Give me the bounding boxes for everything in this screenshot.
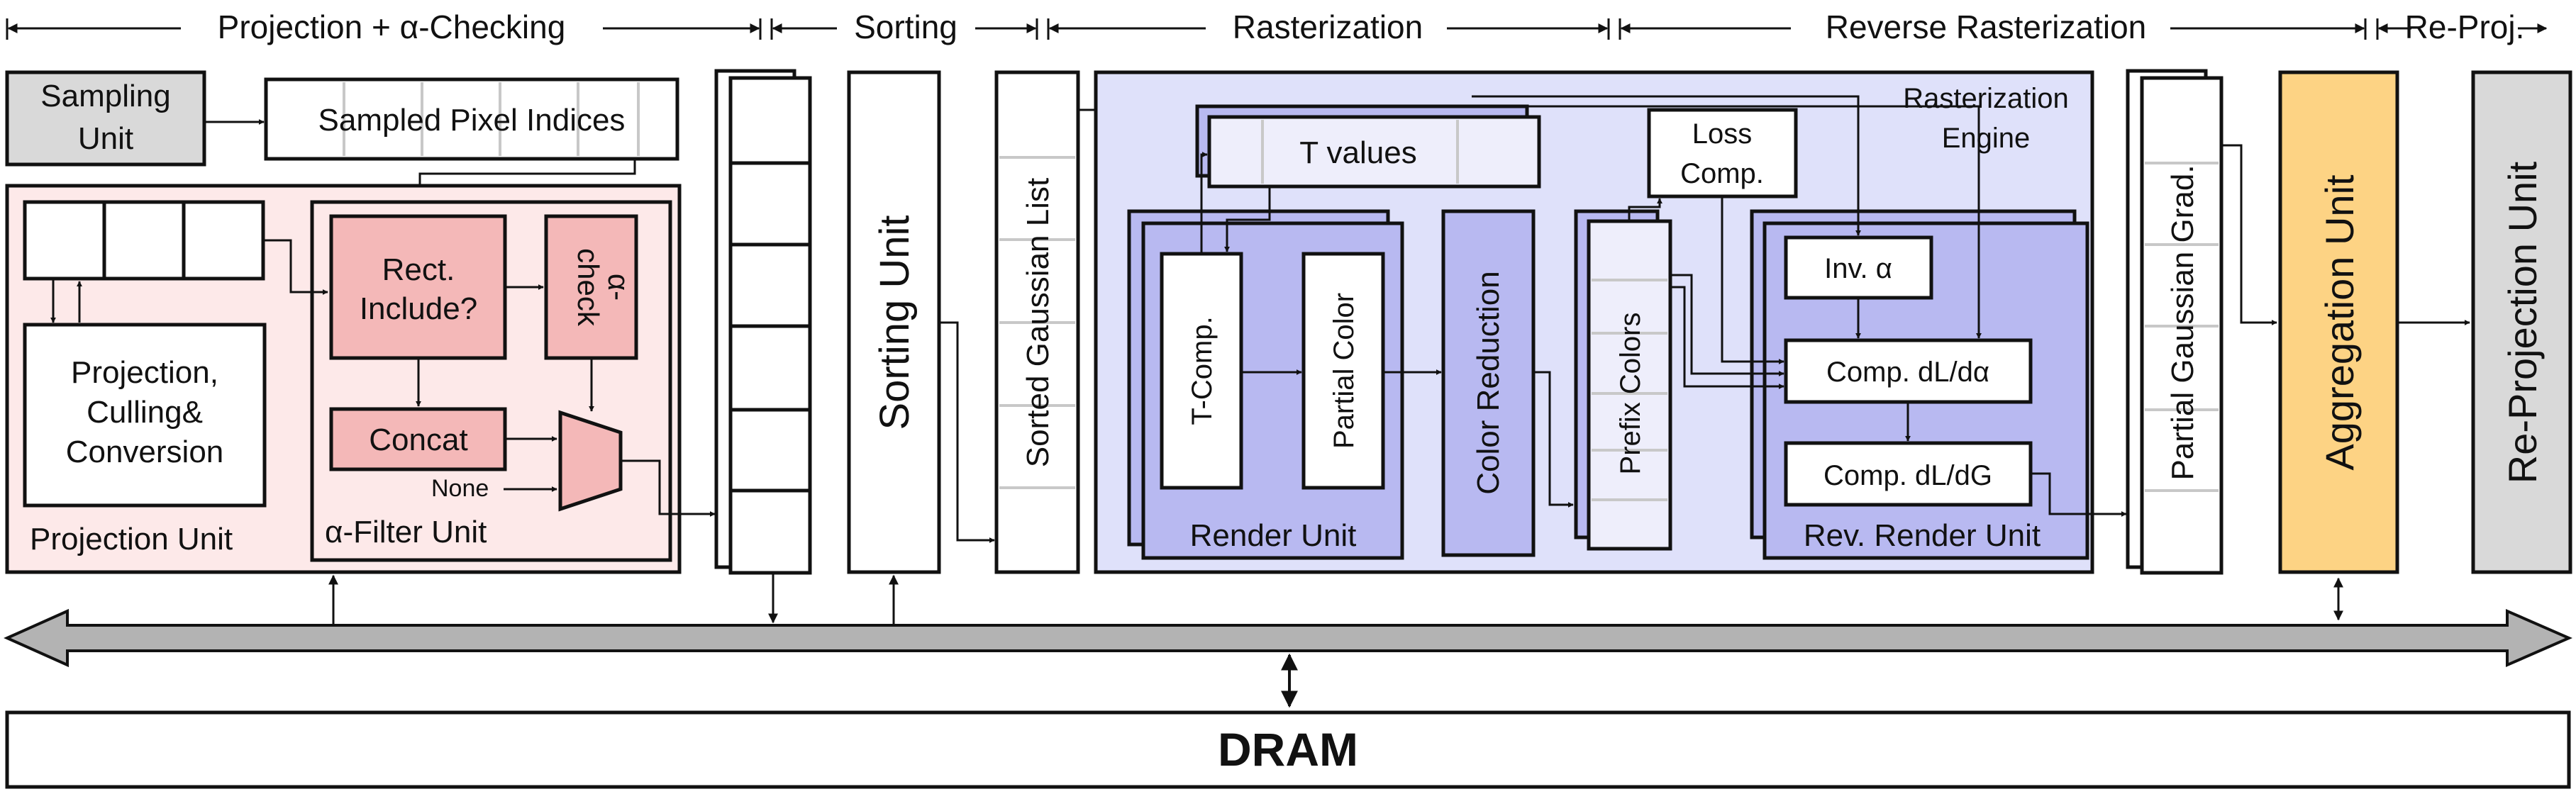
- projection-culling-conversion: [23, 323, 267, 508]
- comp-dl-dalpha: [1784, 338, 2033, 404]
- arrow-prefix-to-dl-dalpha-a: [1672, 274, 1784, 376]
- arrow-tcomp-to-tvalues: [1200, 152, 1208, 252]
- gaussian-buffer-stack: [714, 69, 812, 575]
- sampled-pixel-indices-cells: [343, 82, 640, 156]
- sampling-unit-label-1: Sampling: [40, 79, 170, 113]
- projection-buffer-cell-2: [102, 200, 186, 281]
- aggregation-unit-label: Aggregation Unit: [2317, 174, 2362, 471]
- projection-buffer-cell-1: [23, 200, 106, 281]
- dram-label: DRAM: [1218, 723, 1358, 776]
- stage-label-reverse-rasterization: Reverse Rasterization: [1826, 9, 2147, 45]
- inv-alpha-label: Inv. α: [1824, 253, 1892, 284]
- memory-bus: [4, 608, 2572, 668]
- rect-include-label-1: Rect.: [382, 252, 455, 287]
- inv-alpha: [1784, 235, 1933, 300]
- render-unit-label: Render Unit: [1190, 518, 1357, 553]
- arrow-prefix-to-dl-dalpha-b: [1672, 286, 1784, 389]
- alpha-check-label-2: check: [572, 248, 605, 327]
- alpha-check: [544, 214, 638, 360]
- sorting-unit: [847, 70, 941, 574]
- alpha-filter-unit-region: [310, 200, 672, 562]
- comp-dl-dg-label: Comp. dL/dG: [1823, 460, 1992, 491]
- dram: [5, 710, 2571, 789]
- projection-culling-label-3: Conversion: [66, 435, 224, 469]
- t-values-label: T values: [1299, 135, 1417, 170]
- sampling-unit-label-2: Unit: [78, 121, 133, 156]
- prefix-colors-label: Prefix Colors: [1615, 313, 1646, 475]
- color-reduction-label: Color Reduction: [1471, 271, 1506, 495]
- projection-buffer-cell-3: [182, 200, 265, 281]
- stage-label-projection: Projection + α-Checking: [218, 9, 566, 45]
- arrow-loss-to-dl-dalpha: [1721, 198, 1784, 364]
- arrow-tvalues-to-dl-dalpha: [1482, 105, 1982, 339]
- loss-comp-label-1: Loss: [1692, 118, 1753, 150]
- sorted-gaussian-list-cells: [999, 156, 1075, 489]
- sampled-pixel-indices: [264, 77, 679, 161]
- sorted-gaussian-list-label: Sorted Gaussian List: [1021, 178, 1055, 467]
- concat-block: [329, 407, 507, 471]
- rect-include-check: [329, 214, 507, 360]
- stage-label-reprojection: Re-Proj.: [2405, 9, 2525, 45]
- partial-color: [1301, 252, 1385, 490]
- rev-render-unit-label: Rev. Render Unit: [1804, 518, 2041, 553]
- comp-dl-dalpha-label: Comp. dL/dα: [1826, 357, 1989, 388]
- partial-gaussian-grad-label: Partial Gaussian Grad.: [2165, 164, 2200, 480]
- stage-label-rasterization: Rasterization: [1233, 9, 1423, 45]
- aggregation-unit: [2278, 70, 2399, 574]
- arrow-prefix-to-loss: [1628, 198, 1662, 220]
- t-comp-label: T-Comp.: [1187, 316, 1218, 425]
- arrow-sorting-to-sorted-list: [940, 321, 995, 543]
- stage-header: [6, 18, 2548, 40]
- arrow-tvalues-to-inv-alpha: [1472, 95, 1861, 236]
- arrow-partial-grad-to-aggregation: [2223, 144, 2277, 325]
- t-values-cells: [1261, 120, 1459, 184]
- rect-include-label-2: Include?: [360, 291, 477, 326]
- t-values: [1207, 115, 1541, 189]
- arrow-buffer-to-rect-include: [265, 239, 328, 295]
- comp-dl-dg: [1784, 441, 2033, 507]
- loss-comp: [1647, 108, 1798, 198]
- sampling-unit: [5, 70, 206, 167]
- partial-gaussian-grad-stack: [2126, 69, 2224, 575]
- arrow-reduction-to-prefix: [1535, 371, 1574, 508]
- reprojection-unit-label: Re-Projection Unit: [2500, 161, 2545, 483]
- alpha-check-label-1: α-: [602, 274, 635, 301]
- none-input-label: None: [431, 475, 489, 502]
- sampled-pixel-indices-label: Sampled Pixel Indices: [318, 103, 626, 138]
- sorting-unit-label: Sorting Unit: [872, 215, 918, 430]
- prefix-colors: [1587, 219, 1672, 551]
- partial-color-label: Partial Color: [1328, 293, 1360, 449]
- prefix-colors-cells: [1592, 279, 1667, 501]
- concat-label: Concat: [369, 423, 467, 457]
- projection-unit-label: Projection Unit: [30, 522, 233, 557]
- projection-culling-label-1: Projection,: [71, 355, 218, 390]
- t-comp: [1160, 252, 1243, 490]
- arrow-dl-dg-to-partial-grad: [2032, 472, 2127, 517]
- color-reduction: [1441, 209, 1536, 557]
- reprojection-unit: [2471, 70, 2572, 574]
- projection-culling-label-2: Culling&: [87, 395, 203, 430]
- rasterization-engine-label-1: Rasterization: [1903, 83, 2068, 114]
- alpha-filter-unit-label: α-Filter Unit: [325, 515, 487, 549]
- loss-comp-label-2: Comp.: [1680, 158, 1764, 189]
- rasterization-engine-label-2: Engine: [1942, 123, 2031, 154]
- arrow-mux-to-fifo: [622, 459, 716, 517]
- arrow-tvalues-to-tcomp: [1224, 188, 1271, 252]
- alpha-mux: [558, 410, 623, 512]
- stage-label-sorting: Sorting: [854, 9, 957, 45]
